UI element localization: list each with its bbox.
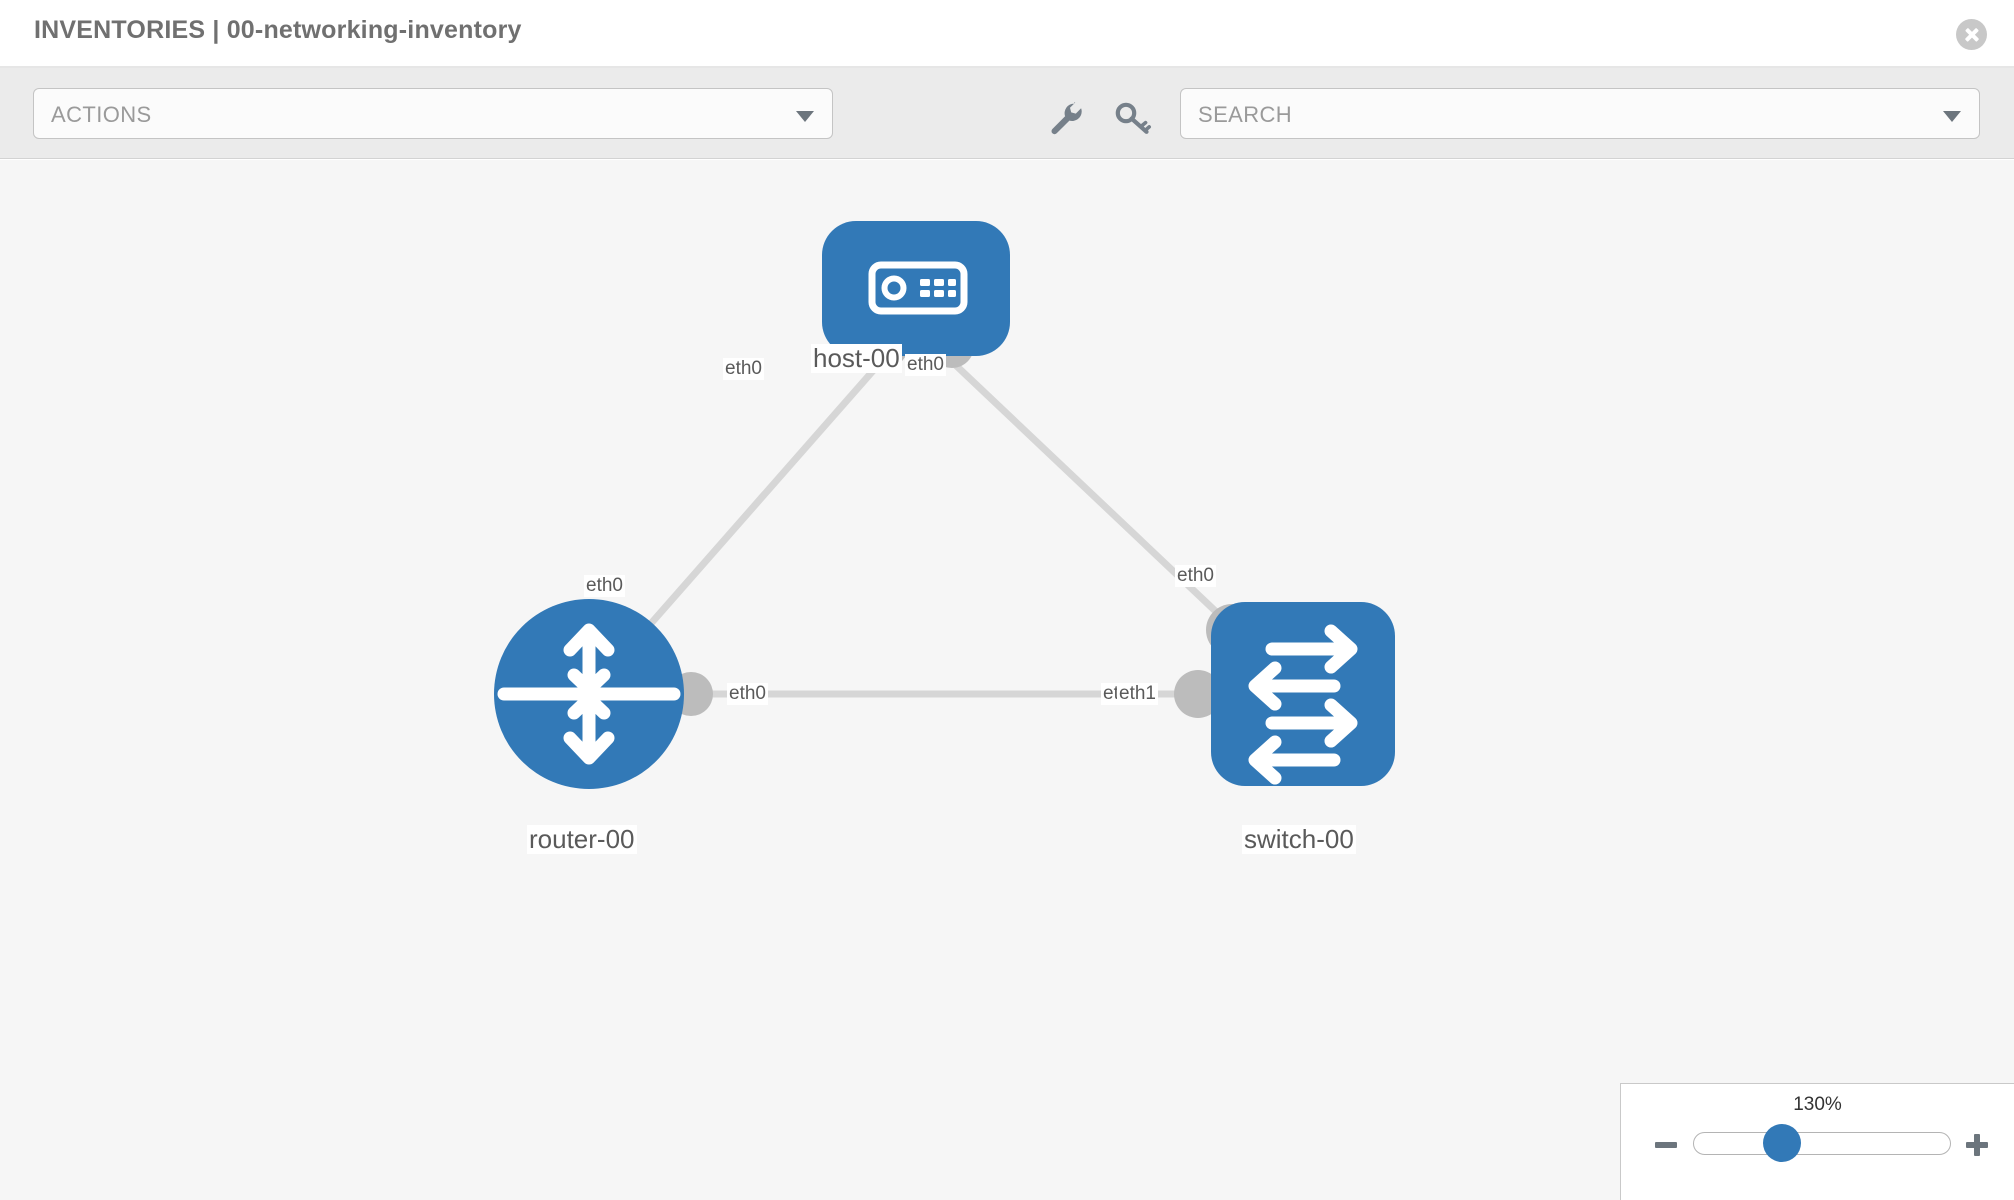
search-input[interactable]: SEARCH (1180, 88, 1980, 139)
toolbar: ACTIONS SEARCH (0, 68, 2014, 159)
node-switch-00[interactable] (1211, 602, 1395, 786)
page-title: INVENTORIES | 00-networking-inventory (34, 16, 522, 44)
node-label-router-00: router-00 (527, 824, 637, 855)
edge-label-host-eth0-right: eth0 (905, 354, 946, 376)
plus-icon[interactable] (1964, 1132, 1990, 1158)
topology-canvas[interactable]: host-00 eth0 eth0 eth0 eth0 eth0 eth eth… (0, 160, 2014, 1200)
actions-dropdown-label: ACTIONS (51, 102, 152, 127)
page-header: INVENTORIES | 00-networking-inventory (0, 0, 2014, 68)
zoom-slider[interactable] (1693, 1132, 1951, 1155)
search-placeholder: SEARCH (1198, 102, 1293, 127)
port-nub (1174, 670, 1222, 718)
close-icon[interactable] (1956, 19, 1987, 50)
chevron-down-icon (1943, 111, 1961, 122)
node-host-00[interactable] (822, 221, 1010, 356)
wrench-icon[interactable] (1046, 98, 1086, 138)
node-router-00[interactable] (494, 599, 684, 789)
edge-label-host-eth0-left: eth0 (723, 358, 764, 380)
zoom-slider-thumb[interactable] (1763, 1124, 1801, 1162)
edge-label-router-eth0-up: eth0 (584, 575, 625, 597)
edge-label-switch-eth0-up: eth0 (1175, 565, 1216, 587)
zoom-level-label: 130% (1793, 1094, 1842, 1115)
minus-icon[interactable] (1653, 1132, 1679, 1158)
edge-label-router-eth0-right: eth0 (727, 683, 768, 705)
topology-graph (494, 221, 1395, 789)
node-label-host-00: host-00 (811, 343, 902, 374)
edge-label-switch-eth1: eth1 (1117, 683, 1158, 705)
zoom-control-panel: 130% (1620, 1083, 2014, 1200)
chevron-down-icon (796, 111, 814, 122)
key-icon[interactable] (1113, 98, 1153, 138)
node-label-switch-00: switch-00 (1242, 824, 1356, 855)
actions-dropdown[interactable]: ACTIONS (33, 88, 833, 139)
